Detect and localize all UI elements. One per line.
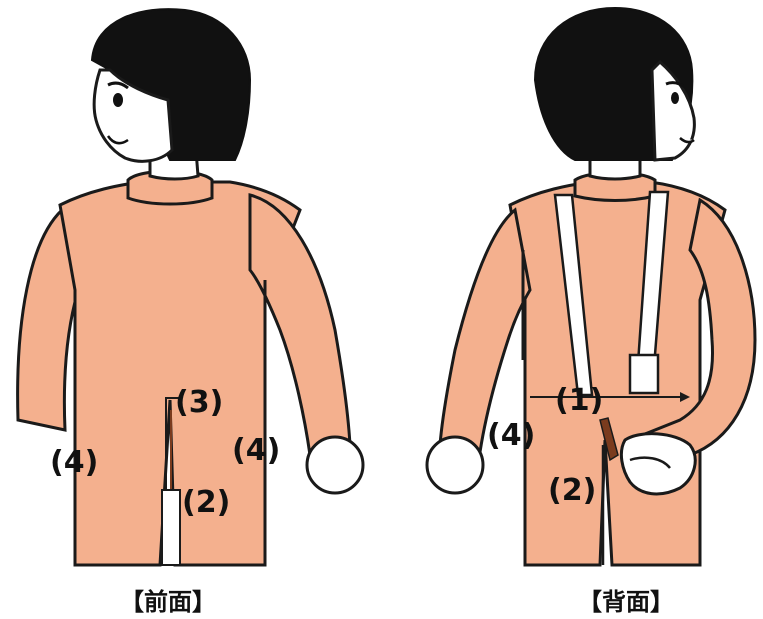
front-figure: (3) (2) (4) (4) 【前面】 (18, 9, 363, 616)
front-caption: 【前面】 (120, 588, 216, 616)
back-eye-icon (671, 92, 679, 104)
front-fist (307, 437, 363, 493)
front-label-4-left: (4) (50, 445, 98, 480)
back-hand-right (621, 434, 695, 494)
back-left-arm (440, 210, 530, 452)
back-strap-buckle (630, 355, 658, 393)
back-fist-left (427, 437, 483, 493)
back-caption: 【背面】 (578, 588, 674, 616)
back-label-2: (2) (548, 473, 596, 508)
back-label-4: (4) (487, 418, 535, 453)
front-eye-icon (113, 93, 123, 107)
front-label-3: (3) (175, 385, 223, 420)
front-label-4-right: (4) (232, 433, 280, 468)
front-label-2: (2) (182, 485, 230, 520)
back-label-1: (1) (555, 383, 603, 418)
back-figure: (1) (4) (2) 【背面】 (427, 8, 755, 616)
front-crotch-panel (162, 490, 180, 565)
